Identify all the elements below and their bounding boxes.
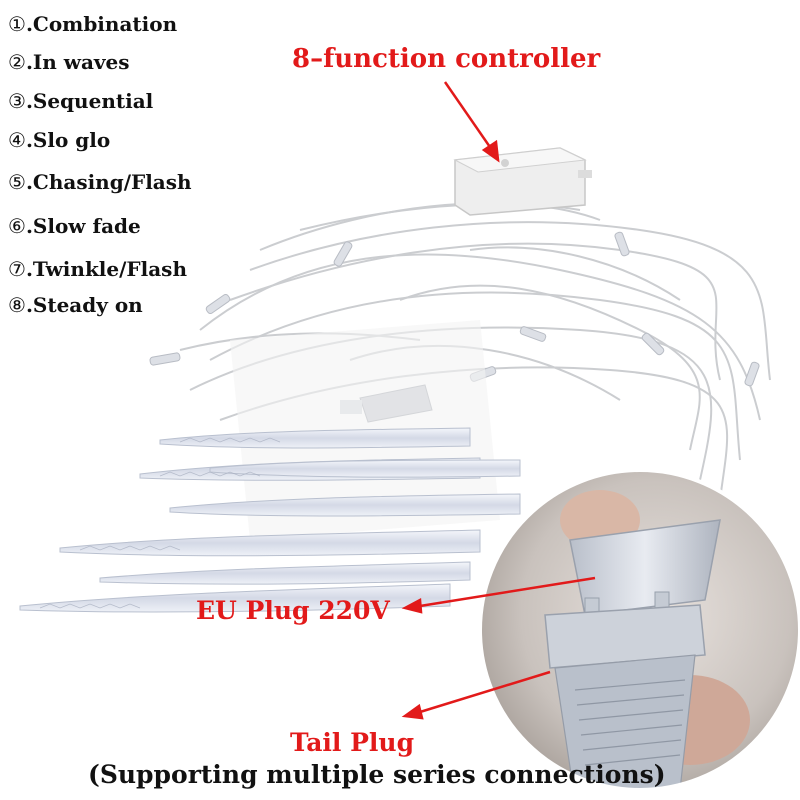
- function-number: ⑤: [8, 170, 26, 194]
- function-label: .Combination: [25, 12, 178, 36]
- function-label: .Slo glo: [25, 128, 111, 152]
- plug-closeup-inset: [478, 468, 800, 792]
- function-label: .Steady on: [25, 293, 143, 317]
- function-label: .Chasing/Flash: [25, 170, 192, 194]
- function-item-combination: ①.Combination: [8, 12, 177, 36]
- function-label: .Slow fade: [25, 214, 141, 238]
- function-item-in-waves: ②.In waves: [8, 50, 130, 74]
- function-label: .Twinkle/Flash: [25, 257, 187, 281]
- function-label: .In waves: [25, 50, 130, 74]
- eu-plug-callout-label: EU Plug 220V: [196, 596, 390, 625]
- function-number: ①: [8, 12, 26, 36]
- function-item-steady-on: ⑧.Steady on: [8, 293, 143, 317]
- function-number: ⑥: [8, 214, 26, 238]
- function-number: ⑧: [8, 293, 26, 317]
- function-item-chasing-flash: ⑤.Chasing/Flash: [8, 170, 192, 194]
- function-item-slow-fade: ⑥.Slow fade: [8, 214, 141, 238]
- callout-arrows: [401, 81, 596, 720]
- function-number: ⑦: [8, 257, 26, 281]
- series-connection-caption: (Supporting multiple series connections): [88, 760, 666, 789]
- bulb-stubs: [149, 231, 760, 387]
- function-number: ③: [8, 89, 26, 113]
- function-number: ④: [8, 128, 26, 152]
- function-item-twinkle-flash: ⑦.Twinkle/Flash: [8, 257, 187, 281]
- tail-plug-callout-label: Tail Plug: [290, 728, 415, 757]
- controller-callout-label: 8–function controller: [292, 44, 601, 74]
- function-number: ②: [8, 50, 26, 74]
- function-item-sequential: ③.Sequential: [8, 89, 153, 113]
- function-item-slo-glo: ④.Slo glo: [8, 128, 110, 152]
- controller-box: [453, 147, 592, 216]
- function-label: .Sequential: [25, 89, 154, 113]
